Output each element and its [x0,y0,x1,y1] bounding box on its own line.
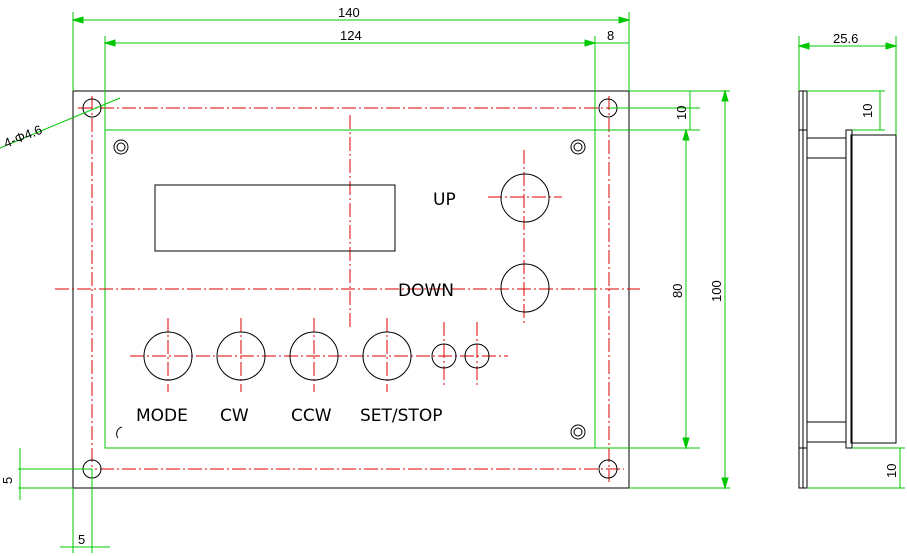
dim-140: 140 [338,5,360,20]
side-dimensions: 25.6 10 10 [797,31,905,489]
side-flange [845,129,853,449]
mounting-hole-tl [82,98,102,118]
dim-124: 124 [340,28,362,43]
dim-5-vertical: 5 [0,477,15,484]
label-up: UP [433,190,456,210]
hole-callout: 4-Φ4.6 [2,122,45,151]
dim-side-10-bottom: 10 [884,464,899,478]
mounting-hole-br [598,459,618,479]
dim-25-6: 25.6 [833,31,858,46]
front-view: UP DOWN MODE CW CCW SET/STOP [55,90,640,489]
indicator-led-2 [464,322,490,388]
dim-8: 8 [607,28,614,43]
dim-5-horizontal: 5 [78,532,85,547]
mode-button [143,318,193,392]
down-button [500,263,550,313]
dim-80: 80 [670,284,685,298]
screw-tr [570,139,586,155]
up-button [500,173,550,223]
display-window [154,184,396,252]
screw-tl [113,139,129,155]
set-stop-button [362,318,412,392]
cw-button [216,318,266,392]
screw-br [570,424,586,440]
front-dimensions: 140 124 8 4-Φ4.6 10 80 100 5 [0,5,730,553]
ccw-button [289,318,339,392]
label-cw: CW [220,406,249,426]
indicator-led-1 [431,322,457,388]
label-down: DOWN [398,281,454,301]
side-body [850,134,897,444]
label-ccw: CCW [291,406,332,426]
dim-10-top: 10 [674,106,689,120]
hole-leader [0,97,121,149]
dim-100: 100 [709,280,724,302]
side-view [798,90,897,489]
dim-side-10-top: 10 [860,104,875,118]
label-mode: MODE [136,406,188,426]
screw-bl-partial [116,426,123,439]
label-set-stop: SET/STOP [360,406,442,426]
